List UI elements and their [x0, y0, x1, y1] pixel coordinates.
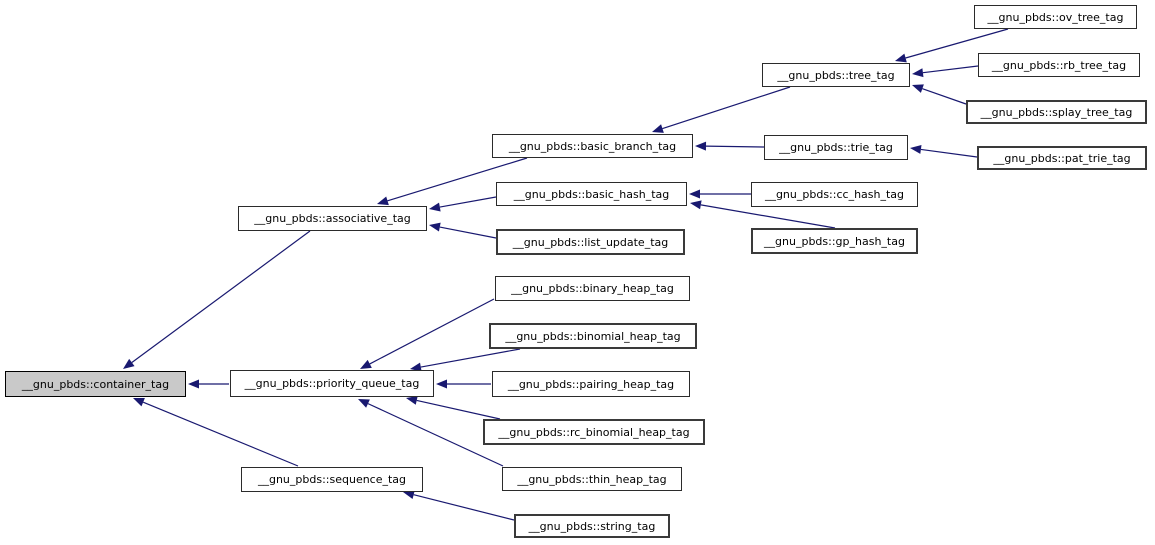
node-gp_hash_tag[interactable]: __gnu_pbds::gp_hash_tag [751, 228, 918, 254]
arrowhead [689, 189, 700, 199]
node-label: __gnu_pbds::sequence_tag [257, 473, 407, 486]
edge-tree_tag-to-basic_branch_tag [652, 86, 791, 133]
node-label: __gnu_pbds::rb_tree_tag [991, 58, 1127, 72]
edge-gp_hash_tag-to-basic_hash_tag [690, 200, 836, 229]
edge-sequence_tag-to-container_tag [133, 398, 299, 467]
arrowhead [895, 53, 907, 63]
node-label: __gnu_pbds::trie_tag [779, 141, 893, 154]
node-sequence_tag[interactable]: __gnu_pbds::sequence_tag [241, 467, 423, 492]
node-label: __gnu_pbds::associative_tag [254, 212, 411, 225]
arrowhead [436, 379, 447, 389]
node-rc_binomial_heap_tag[interactable]: __gnu_pbds::rc_binomial_heap_tag [483, 419, 705, 445]
arrowhead [429, 222, 441, 232]
node-binary_heap_tag[interactable]: __gnu_pbds::binary_heap_tag [495, 276, 690, 301]
node-label: __gnu_pbds::priority_queue_tag [244, 377, 420, 390]
arrowhead [910, 145, 922, 154]
arrowhead [403, 490, 415, 500]
arrowhead [652, 124, 664, 133]
edge-thin_heap_tag-to-priority_queue_tag [358, 399, 504, 467]
node-cc_hash_tag[interactable]: __gnu_pbds::cc_hash_tag [751, 182, 918, 207]
node-label: __gnu_pbds::basic_hash_tag [513, 187, 670, 201]
arrowhead [377, 196, 389, 206]
node-associative_tag[interactable]: __gnu_pbds::associative_tag [238, 206, 427, 231]
arrowhead [690, 200, 702, 210]
edge-cc_hash_tag-to-basic_hash_tag [689, 189, 751, 199]
node-thin_heap_tag[interactable]: __gnu_pbds::thin_heap_tag [502, 467, 682, 491]
node-container_tag: __gnu_pbds::container_tag [5, 371, 186, 397]
edge-trie_tag-to-basic_branch_tag [695, 141, 765, 151]
node-pat_trie_tag[interactable]: __gnu_pbds::pat_trie_tag [977, 146, 1147, 170]
edge-basic_branch_tag-to-associative_tag [377, 157, 528, 206]
edge-string_tag-to-sequence_tag [403, 490, 515, 521]
node-binomial_heap_tag[interactable]: __gnu_pbds::binomial_heap_tag [489, 323, 697, 349]
node-label: __gnu_pbds::pairing_heap_tag [507, 377, 675, 391]
node-label: __gnu_pbds::rc_binomial_heap_tag [498, 425, 690, 439]
edge-list_update_tag-to-associative_tag [429, 222, 497, 239]
node-string_tag[interactable]: __gnu_pbds::string_tag [514, 514, 670, 538]
node-label: __gnu_pbds::gp_hash_tag [764, 234, 905, 248]
node-label: __gnu_pbds::pat_trie_tag [993, 151, 1131, 165]
node-pairing_heap_tag[interactable]: __gnu_pbds::pairing_heap_tag [492, 371, 690, 397]
arrowhead [429, 202, 441, 212]
node-label: __gnu_pbds::binary_heap_tag [511, 282, 674, 295]
arrowhead [123, 358, 135, 369]
node-label: __gnu_pbds::tree_tag [777, 68, 895, 82]
edge-splay_tree_tag-to-tree_tag [912, 84, 967, 105]
node-basic_branch_tag[interactable]: __gnu_pbds::basic_branch_tag [492, 134, 693, 158]
node-splay_tree_tag[interactable]: __gnu_pbds::splay_tree_tag [966, 100, 1147, 124]
node-label: __gnu_pbds::list_update_tag [512, 235, 669, 249]
node-rb_tree_tag[interactable]: __gnu_pbds::rb_tree_tag [978, 53, 1140, 77]
node-ov_tree_tag[interactable]: __gnu_pbds::ov_tree_tag [974, 5, 1137, 29]
node-priority_queue_tag[interactable]: __gnu_pbds::priority_queue_tag [230, 370, 434, 397]
arrowhead [133, 398, 145, 407]
node-trie_tag[interactable]: __gnu_pbds::trie_tag [764, 135, 908, 160]
node-label: __gnu_pbds::basic_branch_tag [508, 139, 677, 153]
edge-rc_binomial_heap_tag-to-priority_queue_tag [406, 396, 501, 420]
node-basic_hash_tag[interactable]: __gnu_pbds::basic_hash_tag [496, 182, 687, 206]
edge-rb_tree_tag-to-tree_tag [912, 65, 979, 78]
arrowhead [406, 396, 418, 405]
node-label: __gnu_pbds::binomial_heap_tag [505, 329, 681, 343]
node-list_update_tag[interactable]: __gnu_pbds::list_update_tag [496, 229, 685, 255]
edge-ov_tree_tag-to-tree_tag [895, 28, 1009, 63]
edge-pat_trie_tag-to-trie_tag [910, 145, 978, 158]
node-label: __gnu_pbds::container_tag [21, 377, 170, 391]
edge-pairing_heap_tag-to-priority_queue_tag [436, 379, 491, 389]
node-label: __gnu_pbds::string_tag [528, 519, 656, 533]
edge-binary_heap_tag-to-priority_queue_tag [360, 298, 495, 369]
arrowhead [360, 359, 372, 369]
node-label: __gnu_pbds::cc_hash_tag [764, 188, 905, 201]
edge-priority_queue_tag-to-container_tag [188, 379, 229, 389]
arrowhead [358, 399, 370, 408]
arrowhead [912, 68, 924, 78]
node-label: __gnu_pbds::splay_tree_tag [980, 105, 1133, 119]
arrowhead [912, 84, 924, 93]
edge-associative_tag-to-container_tag [123, 230, 311, 369]
arrowhead [695, 141, 707, 151]
node-label: __gnu_pbds::thin_heap_tag [517, 472, 667, 486]
edge-basic_hash_tag-to-associative_tag [429, 196, 497, 212]
node-tree_tag[interactable]: __gnu_pbds::tree_tag [762, 63, 910, 87]
arrowhead [410, 362, 422, 372]
edge-binomial_heap_tag-to-priority_queue_tag [410, 348, 521, 372]
node-label: __gnu_pbds::ov_tree_tag [987, 10, 1124, 24]
arrowhead [188, 379, 199, 389]
